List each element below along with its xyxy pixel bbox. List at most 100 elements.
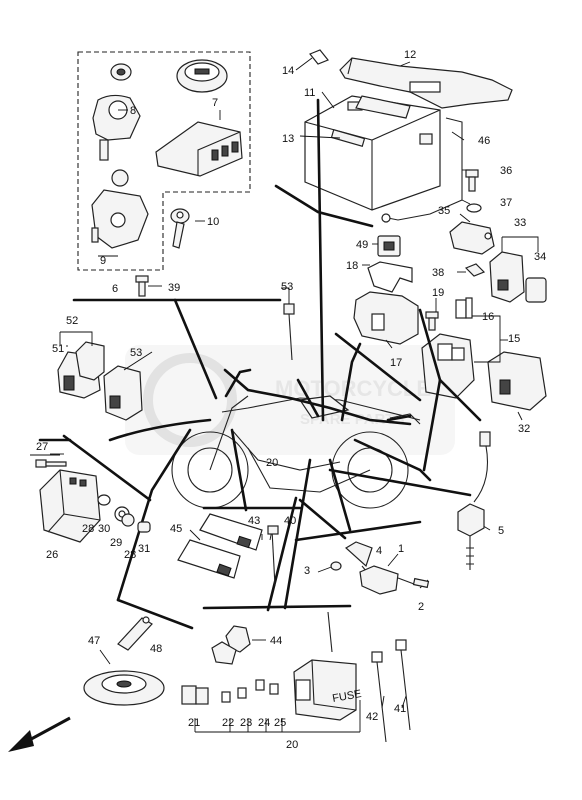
unit-32	[487, 351, 547, 411]
horn-47	[83, 670, 165, 706]
callout-5: 5	[498, 525, 504, 537]
horn-bracket-48	[117, 616, 153, 651]
bolt-27	[35, 459, 67, 468]
callout-10: 10	[207, 216, 219, 228]
callout-19: 19	[432, 287, 444, 299]
callout-53-left: 53	[130, 347, 142, 359]
switch-1	[359, 565, 415, 595]
relay-53	[103, 365, 143, 421]
callout-16: 16	[482, 311, 494, 323]
callout-3: 3	[304, 565, 310, 577]
cover-43	[199, 513, 263, 551]
callout-34: 34	[534, 251, 546, 263]
callout-20-harness: 20	[266, 457, 278, 469]
callout-27: 27	[36, 441, 48, 453]
fuse-16	[455, 297, 473, 319]
screw-2	[412, 577, 430, 589]
fuse-22	[221, 691, 231, 703]
fuse-21	[181, 685, 209, 705]
callout-20-fusebox: 20	[286, 739, 298, 751]
battery-band	[355, 95, 411, 119]
callout-15: 15	[508, 333, 520, 345]
callout-51: 51	[52, 343, 64, 355]
relay-35	[449, 221, 495, 255]
callout-30: 30	[98, 523, 110, 535]
callout-46: 46	[478, 135, 490, 147]
callout-25: 25	[274, 717, 286, 729]
callout-14: 14	[282, 65, 294, 77]
lead-41	[395, 639, 411, 731]
callout-32: 32	[518, 423, 530, 435]
group-brackets	[38, 184, 482, 630]
relay-52	[75, 341, 105, 381]
fuse-25	[269, 683, 279, 695]
callout-8: 8	[130, 105, 136, 117]
relay-33	[489, 251, 525, 303]
bolt-39	[135, 275, 149, 297]
callout-1: 1	[398, 543, 404, 555]
wiring-harness	[108, 98, 472, 612]
washer-30	[97, 494, 111, 506]
sensor-5	[457, 431, 491, 570]
callout-39: 39	[168, 282, 180, 294]
callout-28-a: 28	[82, 523, 94, 535]
callout-24: 24	[258, 717, 270, 729]
callout-52: 52	[66, 315, 78, 327]
callout-7: 7	[212, 97, 218, 109]
callout-17: 17	[390, 357, 402, 369]
callout-29: 29	[110, 537, 122, 549]
callout-31: 31	[138, 543, 150, 555]
fuel-cap-lock	[176, 59, 228, 93]
collar-31	[137, 521, 151, 533]
callout-41: 41	[394, 703, 406, 715]
washer-37	[466, 203, 482, 213]
lead-42	[371, 651, 387, 743]
bolt-19	[425, 311, 439, 331]
callout-21: 21	[188, 717, 200, 729]
callout-23: 23	[240, 717, 252, 729]
callout-labels: 7 8 9 10 6 39 11 12 13 14 46 36 37 35 33…	[36, 49, 546, 751]
ignition-group-box	[77, 51, 251, 271]
callout-45: 45	[170, 523, 182, 535]
callout-36: 36	[500, 165, 512, 177]
fuse-box-label: FUSE	[331, 688, 362, 705]
regulator-26	[39, 469, 101, 543]
clip-44	[211, 625, 251, 665]
ecu-unit	[155, 121, 243, 177]
bracket-45	[177, 539, 241, 579]
callout-2: 2	[418, 601, 424, 613]
callout-44: 44	[270, 635, 282, 647]
fuse-23	[237, 687, 247, 699]
callout-47: 47	[88, 635, 100, 647]
callout-4: 4	[376, 545, 382, 557]
callout-22: 22	[222, 717, 234, 729]
callout-26: 26	[46, 549, 58, 561]
callout-40: 40	[284, 515, 296, 527]
callout-48: 48	[150, 643, 162, 655]
connector-49	[377, 235, 401, 257]
bush-28	[121, 513, 135, 527]
callout-28-b: 28	[124, 549, 136, 561]
callout-6: 6	[112, 283, 118, 295]
nut-3	[330, 561, 342, 571]
front-arrow-icon	[8, 716, 71, 752]
bracket-18	[367, 261, 413, 293]
callout-37: 37	[500, 197, 512, 209]
fuse-box-20: FUSE	[293, 611, 362, 721]
callout-42: 42	[366, 711, 378, 723]
callout-53-top: 53	[281, 281, 293, 293]
callout-11: 11	[304, 87, 315, 99]
relay-cap-34	[525, 277, 547, 303]
fuse-24	[255, 679, 265, 691]
battery-lead-46	[381, 117, 463, 223]
cover-17	[353, 291, 419, 345]
battery-pad-14	[309, 49, 329, 65]
motorcycle-outline	[171, 395, 421, 509]
starter-relay-15	[421, 333, 475, 399]
ignition-switch	[91, 63, 149, 249]
nut-38	[464, 263, 486, 277]
callout-18: 18	[346, 260, 358, 272]
battery	[304, 95, 441, 211]
ignition-key	[170, 208, 190, 249]
